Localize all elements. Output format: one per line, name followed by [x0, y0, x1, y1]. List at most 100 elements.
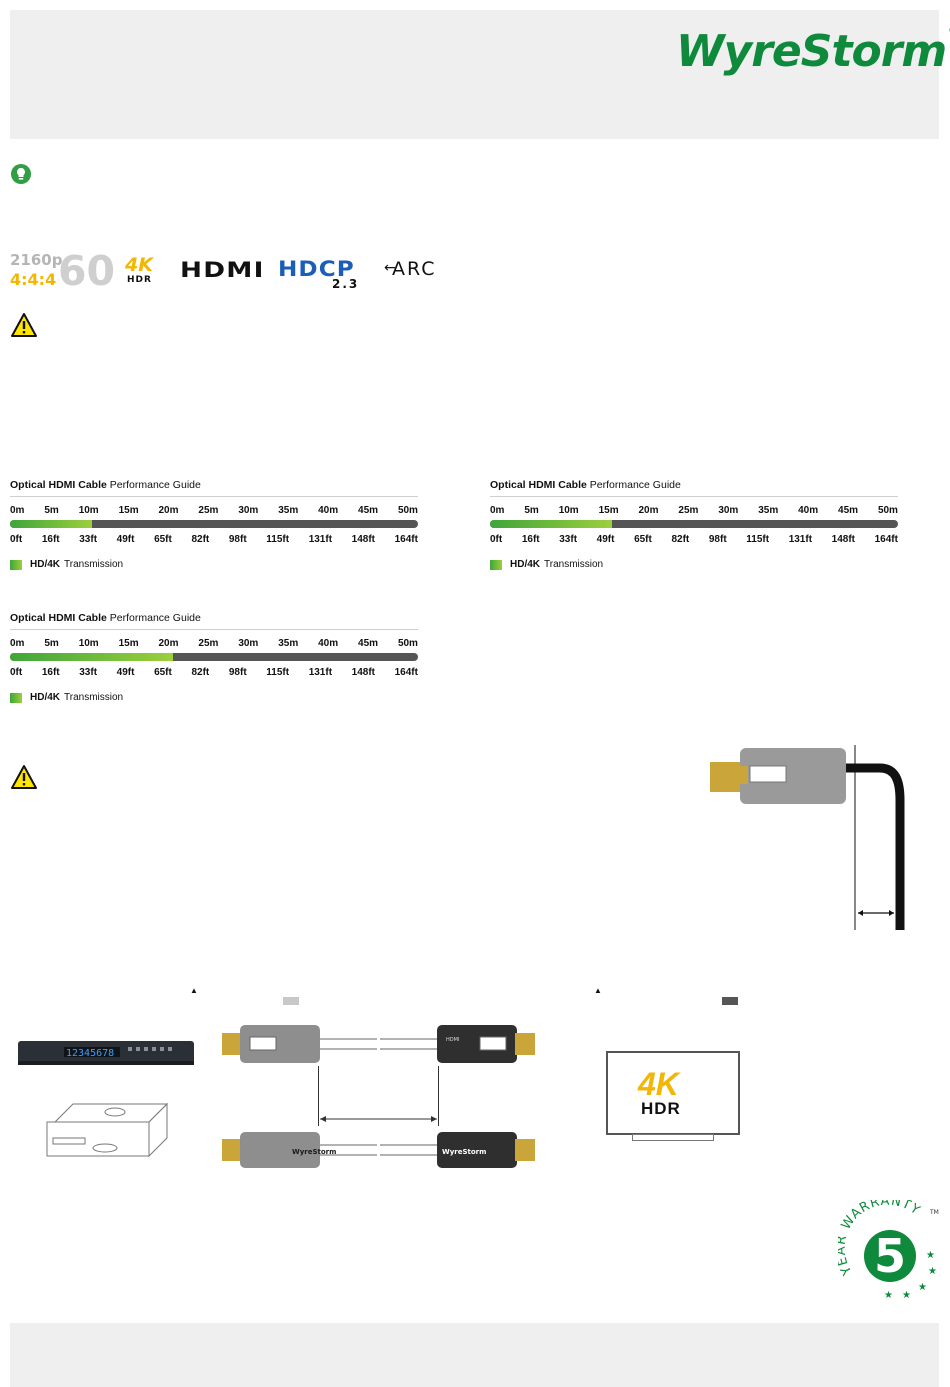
legend-swatch	[10, 692, 22, 703]
feet-tick-label: 33ft	[79, 667, 98, 678]
guide-title-bold: Optical HDMI Cable	[490, 479, 587, 491]
feet-tick-label: 131ft	[788, 534, 813, 545]
legend-bold: HD/4K	[30, 559, 61, 570]
display-screen: 4K HDR	[606, 1051, 740, 1135]
meter-tick-label: 10m	[78, 638, 99, 649]
coverage-fill	[490, 520, 613, 528]
feet-tick-label: 16ft	[41, 667, 60, 678]
cable-connector-source-top	[222, 1025, 377, 1063]
feet-tick-label: 148ft	[351, 667, 376, 678]
feet-tick-label: 49ft	[596, 534, 615, 545]
length-guide-left	[318, 1066, 319, 1126]
coverage-bar	[10, 520, 418, 528]
feet-tick-label: 148ft	[351, 534, 376, 545]
legend-bold: HD/4K	[30, 692, 61, 703]
badge-arc: ARC	[392, 258, 437, 280]
meter-tick-label: 50m	[397, 638, 418, 649]
chroma-label: 4:4:4	[10, 270, 57, 289]
warning-triangle-icon	[11, 765, 37, 789]
connector-hdmi-text: HDMI	[446, 1037, 459, 1043]
matrix-switcher-device: 12345678	[18, 1041, 194, 1065]
meter-tick-label: 0m	[10, 638, 25, 649]
feet-tick-label: 82ft	[671, 534, 690, 545]
footer-band	[10, 1323, 939, 1387]
meter-tick-label: 15m	[118, 638, 139, 649]
bluray-player-device	[46, 1102, 169, 1158]
resolution-label: 2160p	[10, 251, 63, 269]
badge-hdmi: HDMI	[180, 258, 265, 282]
connector-housing	[740, 748, 846, 804]
guide-title-rest: Performance Guide	[589, 479, 681, 491]
meter-tick-label: 45m	[358, 505, 379, 516]
performance-guide-15m: Optical HDMI Cable Performance Guide 0m 5…	[490, 479, 898, 570]
feet-tick-label: 115ft	[266, 667, 290, 678]
feet-tick-label: 131ft	[308, 667, 333, 678]
feet-tick-label: 164ft	[394, 534, 418, 545]
feet-tick-label: 16ft	[521, 534, 540, 545]
bent-cable	[846, 763, 905, 930]
legend-bold: HD/4K	[510, 559, 541, 570]
meter-tick-label: 40m	[798, 505, 819, 516]
meter-tick-label: 25m	[678, 505, 699, 516]
badge-4k: 4K	[125, 254, 153, 276]
feet-tick-label: 98ft	[708, 534, 727, 545]
meter-tick-label: 35m	[758, 505, 779, 516]
cable-connector-source-bottom: WyreStorm	[222, 1132, 377, 1168]
framerate-label: 60	[58, 247, 116, 295]
guide-divider	[10, 629, 418, 630]
feet-tick-label: 65ft	[154, 534, 172, 545]
lightbulb-icon	[11, 164, 31, 184]
legend-text: Transmission	[64, 559, 124, 570]
svg-text:★: ★	[928, 1266, 937, 1277]
guide-divider	[490, 496, 898, 497]
meter-tick-label: 20m	[638, 505, 659, 516]
meter-tick-label: 35m	[278, 505, 299, 516]
feet-tick-label: 115ft	[746, 534, 770, 545]
feet-tick-label: 98ft	[228, 534, 247, 545]
meter-tick-label: 25m	[198, 505, 219, 516]
cable-connector-display-top: HDMI	[380, 1025, 535, 1063]
meter-tick-label: 10m	[558, 505, 579, 516]
guide-title: Optical HDMI Cable Performance Guide	[10, 612, 418, 628]
feet-tick-label: 33ft	[559, 534, 578, 545]
legend-text: Transmission	[544, 559, 604, 570]
guide-divider	[10, 496, 418, 497]
meter-tick-label: 35m	[278, 638, 299, 649]
warranty-years: 5	[874, 1229, 906, 1283]
guide-title-rest: Performance Guide	[109, 479, 201, 491]
feet-tick-label: 131ft	[308, 534, 333, 545]
length-guide-right	[438, 1066, 439, 1126]
svg-text:★: ★	[884, 1290, 893, 1301]
warranty-badge: YEAR WARRANTY TM 5 ★★★★★	[838, 1200, 939, 1301]
feet-tick-label: 16ft	[41, 534, 60, 545]
feet-tick-label: 82ft	[191, 667, 210, 678]
connector-brand-text: WyreStorm	[442, 1148, 486, 1156]
meter-tick-label: 0m	[10, 505, 25, 516]
guide-title-bold: Optical HDMI Cable	[10, 612, 107, 624]
meter-tick-label: 30m	[718, 505, 739, 516]
source-end-marker	[283, 997, 299, 1005]
display-4k: 4K	[638, 1066, 679, 1102]
meter-tick-label: 10m	[78, 505, 99, 516]
caret-up-icon: ▲	[190, 986, 198, 995]
performance-guide-20m: Optical HDMI Cable Performance Guide 0m 5…	[10, 612, 418, 703]
display-hdr: HDR	[641, 1099, 681, 1118]
warning-triangle-icon	[11, 313, 37, 337]
svg-text:★: ★	[902, 1290, 911, 1301]
badge-4k-hdr: HDR	[127, 275, 152, 285]
cable-connector-display-bottom: WyreStorm	[380, 1132, 535, 1168]
brand-name: WyreStorm	[676, 26, 947, 77]
coverage-fill	[10, 653, 174, 661]
svg-text:12345678: 12345678	[66, 1048, 114, 1059]
legend-swatch	[10, 559, 22, 570]
meter-tick-label: 50m	[877, 505, 898, 516]
meter-tick-label: 0m	[490, 505, 505, 516]
feet-tick-label: 33ft	[79, 534, 98, 545]
display-stand	[632, 1134, 714, 1141]
meter-tick-label: 45m	[838, 505, 859, 516]
